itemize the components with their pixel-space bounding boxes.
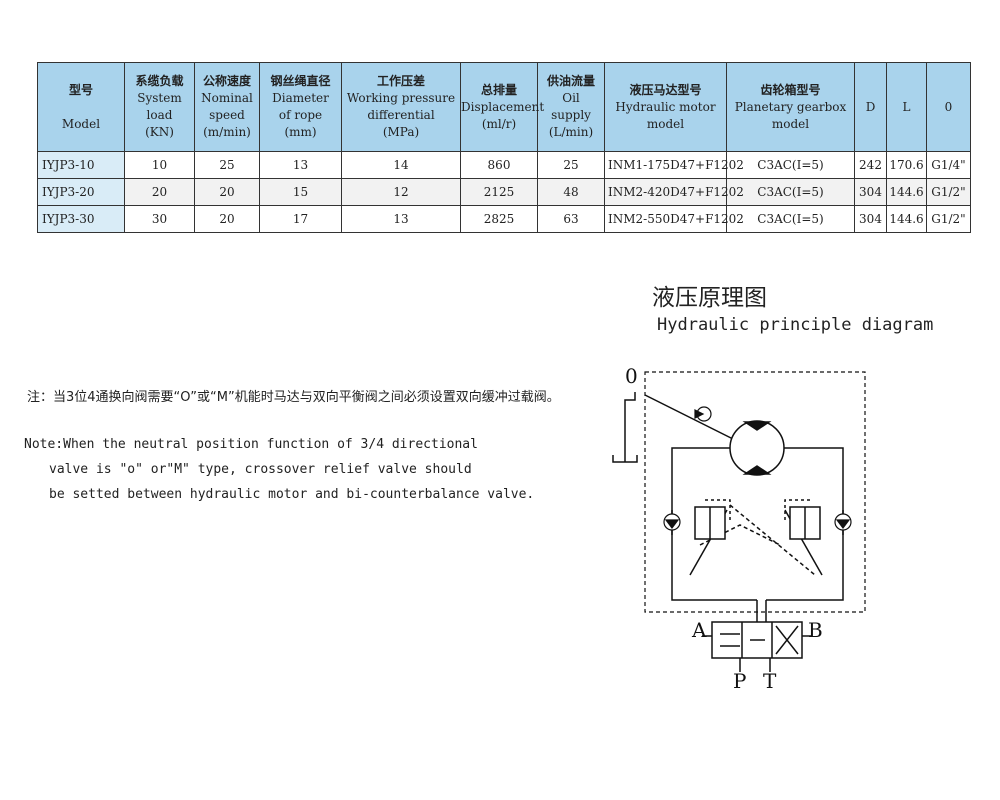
header-o: 0 xyxy=(926,62,971,152)
cell-o: G1/4" xyxy=(926,151,971,179)
cell-d: 304 xyxy=(854,205,887,233)
note-zh: 注：当3位4通换向阀需要“O”或“M”机能时马达与双向平衡阀之间必须设置双向缓冲… xyxy=(27,390,560,405)
header-rope-diameter: 钢丝绳直径 Diameter of rope (mm) xyxy=(259,62,342,152)
motor-arrow-bottom-icon xyxy=(742,465,772,475)
header-model: 型号 Model xyxy=(37,62,125,152)
header-hydraulic-motor: 液压马达型号 Hydraulic motor model xyxy=(604,62,727,152)
header-nominal-speed: 公称速度 Nominal speed (m/min) xyxy=(194,62,260,152)
header-gearbox: 齿轮箱型号 Planetary gearbox model xyxy=(726,62,855,152)
right-valve-pilot xyxy=(784,499,810,520)
cell-l: 144.6 xyxy=(886,205,927,233)
cell-o: G1/2" xyxy=(926,178,971,206)
cell-model: IYJP3-10 xyxy=(37,151,125,179)
table-row: IYJP3-20 20 20 15 12 2125 48 INM2-420D47… xyxy=(37,178,971,206)
port-b-label: B xyxy=(808,618,823,642)
cell-d: 304 xyxy=(854,178,887,206)
port-a-label: A xyxy=(691,618,707,642)
left-valve-pilot xyxy=(705,499,731,520)
header-system-load: 系缆负载 System load (KN) xyxy=(124,62,195,152)
cell-hydraulic-motor: INM2-420D47+F1202 xyxy=(604,178,744,206)
note-en-line: valve is "o" or"M" type, crossover relie… xyxy=(49,462,472,477)
right-check-arrow-icon xyxy=(835,519,851,529)
cell-rope-diameter: 15 xyxy=(259,178,342,206)
drain-to-motor-line xyxy=(644,394,736,441)
enclosure-outline xyxy=(644,371,866,613)
diagram-title-zh: 液压原理图 xyxy=(652,285,767,311)
pilot-cross-right xyxy=(729,504,816,576)
note-en-line: be setted between hydraulic motor and bi… xyxy=(49,487,535,502)
cell-oil-supply: 63 xyxy=(537,205,605,233)
cell-nominal-speed: 20 xyxy=(194,205,260,233)
cell-model: IYJP3-20 xyxy=(37,178,125,206)
table-row: IYJP3-30 30 20 17 13 2825 63 INM2-550D47… xyxy=(37,205,971,233)
header-l: L xyxy=(886,62,927,152)
cell-system-load: 30 xyxy=(124,205,195,233)
header-oil-supply: 供油流量 Oil supply (L/min) xyxy=(537,62,605,152)
cell-d: 242 xyxy=(854,151,887,179)
cell-nominal-speed: 20 xyxy=(194,178,260,206)
cell-displacement: 2125 xyxy=(460,178,538,206)
header-row: 型号 Model 系缆负载 System load (KN) 公称速度 Nomi… xyxy=(37,62,971,152)
cell-displacement: 2825 xyxy=(460,205,538,233)
cell-hydraulic-motor: INM2-550D47+F1202 xyxy=(604,205,744,233)
cell-system-load: 10 xyxy=(124,151,195,179)
cell-model: IYJP3-30 xyxy=(37,205,125,233)
table-row: IYJP3-10 10 25 13 14 860 25 INM1-175D47+… xyxy=(37,151,971,179)
header-working-pressure: 工作压差 Working pressure differential (MPa) xyxy=(341,62,461,152)
spec-table: 型号 Model 系缆负载 System load (KN) 公称速度 Nomi… xyxy=(37,62,971,233)
cell-oil-supply: 25 xyxy=(537,151,605,179)
cell-rope-diameter: 17 xyxy=(259,205,342,233)
cell-working-pressure: 12 xyxy=(341,178,461,206)
drain-check-arrow-icon xyxy=(694,409,705,419)
port-p-label: P xyxy=(733,669,746,693)
port-o-label: 0 xyxy=(625,364,638,388)
cell-o: G1/2" xyxy=(926,205,971,233)
note-en-line: Note:When the neutral position function … xyxy=(24,437,478,452)
cell-gearbox: C3AC(I=5) xyxy=(726,205,855,233)
motor-arrow-top-icon xyxy=(742,421,772,431)
header-displacement: 总排量 Displacement (ml/r) xyxy=(460,62,544,152)
tank-symbol xyxy=(612,455,638,463)
left-check-arrow-icon xyxy=(664,519,680,529)
diagram-title-en: Hydraulic principle diagram xyxy=(657,315,934,335)
header-d: D xyxy=(854,62,887,152)
drain-line xyxy=(624,392,636,462)
cell-l: 144.6 xyxy=(886,178,927,206)
port-t-label: T xyxy=(763,669,777,693)
cell-gearbox: C3AC(I=5) xyxy=(726,178,855,206)
cell-working-pressure: 13 xyxy=(341,205,461,233)
note-en: Note:When the neutral position function … xyxy=(24,432,534,507)
